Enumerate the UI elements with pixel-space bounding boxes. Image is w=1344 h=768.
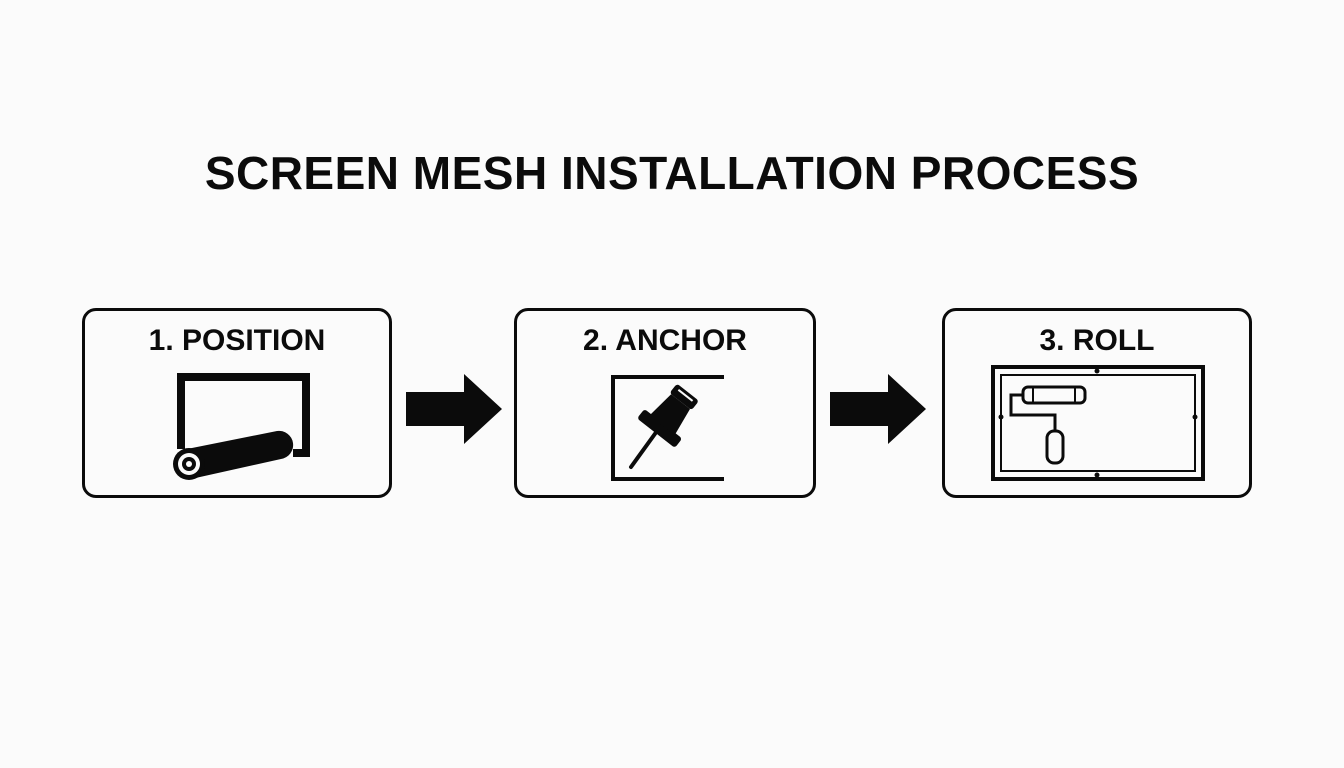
paint-roller-icon [991,365,1205,481]
step-position-card: 1. POSITION [82,308,392,498]
mesh-roll-icon [173,373,310,480]
step-anchor-card: 2. ANCHOR [514,308,816,498]
arrow-right-icon [830,374,926,444]
step-position-label: 1. POSITION [148,324,326,357]
step-anchor-label: 2. ANCHOR [583,324,747,357]
arrow-right-icon [406,374,502,444]
diagram-title: SCREEN MESH INSTALLATION PROCESS [204,147,1140,199]
push-pin-icon [611,375,724,481]
step-roll-card: 3. ROLL [942,308,1252,498]
step-roll-label: 3. ROLL [1039,324,1155,357]
